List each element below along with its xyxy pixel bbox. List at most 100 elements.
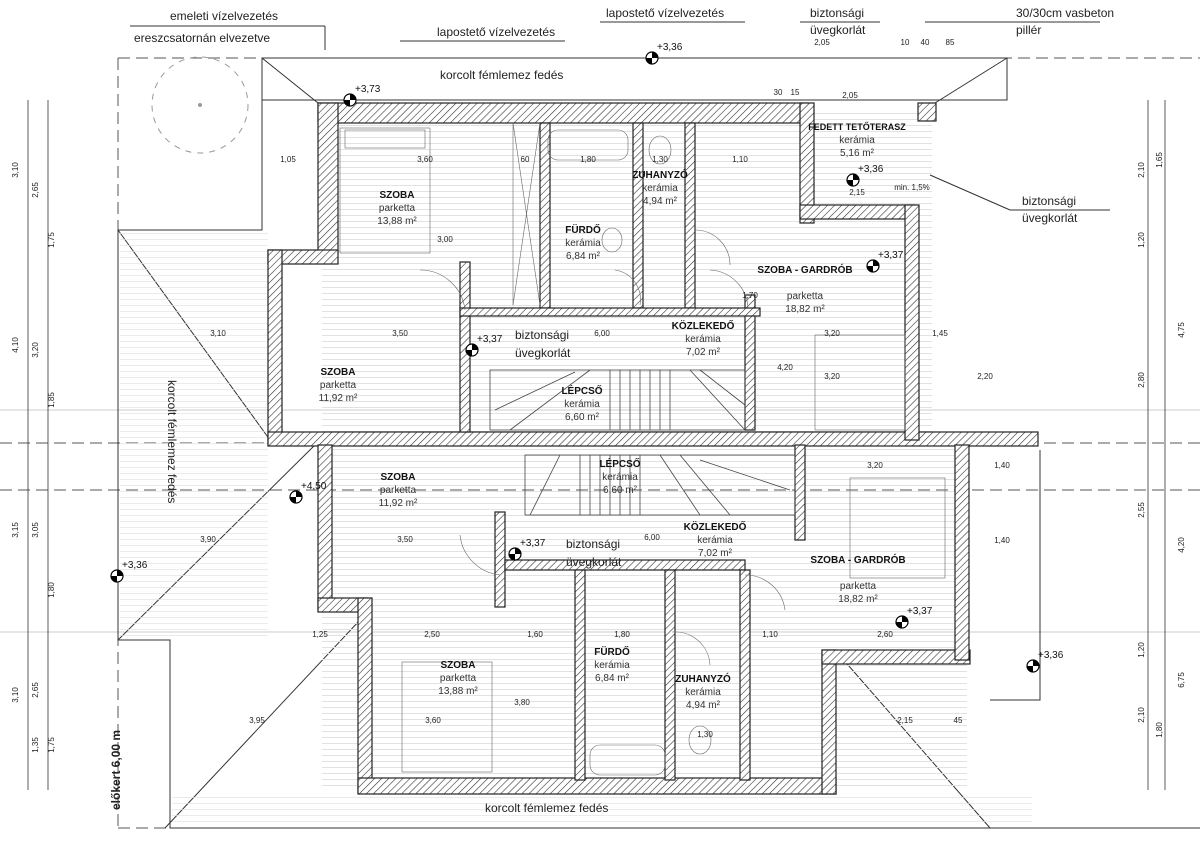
- dimension-label: 1,70: [742, 291, 758, 300]
- annotation-text: biztonsági: [810, 6, 864, 20]
- svg-text:6,60 m²: 6,60 m²: [565, 412, 600, 423]
- elevation-label: +3,36: [858, 164, 884, 175]
- svg-text:6,84 m²: 6,84 m²: [595, 673, 630, 684]
- svg-text:kerámia: kerámia: [839, 135, 875, 146]
- svg-text:ZUHANYZÓ: ZUHANYZÓ: [675, 672, 731, 685]
- elevation-label: +3,36: [1038, 650, 1064, 661]
- elevation-label: +3,36: [122, 560, 148, 571]
- dimension-label: 10: [901, 38, 910, 47]
- svg-text:ZUHANYZÓ: ZUHANYZÓ: [632, 168, 688, 181]
- annotation-text: üvegkorlát: [1022, 211, 1078, 225]
- dimension-label: 1,25: [312, 630, 328, 639]
- dimension-label: 1,45: [932, 329, 948, 338]
- elevation-label: +3,37: [477, 334, 503, 345]
- roof-label: korcolt fémlemez fedés: [165, 380, 179, 503]
- svg-text:kerámia: kerámia: [685, 334, 721, 345]
- dimension-label: 1,80: [614, 630, 630, 639]
- dimension-label: 2,10: [1137, 162, 1146, 178]
- svg-text:18,82 m²: 18,82 m²: [838, 594, 878, 605]
- svg-text:parketta: parketta: [440, 673, 477, 684]
- elevation-marker: +3,37: [895, 606, 933, 629]
- fixtures: [339, 122, 946, 776]
- dimension-label: 6,00: [644, 533, 660, 542]
- dimension-label: 3,90: [200, 535, 216, 544]
- dimension-label: 85: [946, 38, 955, 47]
- annotation-text: lapostető vízelvezetés: [606, 6, 724, 20]
- svg-text:parketta: parketta: [787, 291, 824, 302]
- dimension-label: 1,30: [697, 730, 713, 739]
- dimension-label: 1,10: [732, 155, 748, 164]
- dimension-label: 2,60: [877, 630, 893, 639]
- annotation-text: üvegkorlát: [810, 23, 866, 37]
- elevation-marker: +3,37: [866, 250, 904, 273]
- elevation-label: +3,37: [520, 538, 546, 549]
- dimension-label: 2,80: [1137, 372, 1146, 388]
- dimension-label: 2,15: [897, 716, 913, 725]
- dimension-label: 3,10: [210, 329, 226, 338]
- elevation-marker: +4,50: [289, 481, 327, 504]
- slope-label: min. 1,5%: [894, 183, 930, 192]
- elevation-label: +3,73: [355, 84, 381, 95]
- dimension-label: 1,80: [1155, 722, 1164, 738]
- svg-text:FÜRDŐ: FÜRDŐ: [594, 645, 630, 658]
- dimension-label: 4,20: [1177, 537, 1186, 553]
- dimension-label: 2,10: [1137, 707, 1146, 723]
- svg-text:parketta: parketta: [379, 203, 416, 214]
- roof-label: korcolt fémlemez fedés: [440, 68, 563, 82]
- dimension-label: 1,60: [527, 630, 543, 639]
- svg-text:SZOBA: SZOBA: [321, 367, 356, 378]
- staircase: [489, 369, 796, 516]
- svg-text:kerámia: kerámia: [685, 687, 721, 698]
- dimension-label: 1,80: [47, 582, 56, 598]
- elevation-marker: +3,36: [1026, 650, 1064, 673]
- dimension-label: 4,10: [11, 337, 20, 353]
- railing-label: biztonsági: [515, 328, 569, 342]
- dimension-label: 3,05: [31, 522, 40, 538]
- dimension-label: 45: [954, 716, 963, 725]
- elevation-marker: +3,37: [465, 334, 503, 357]
- dimension-label: 2,05: [842, 91, 858, 100]
- elevation-marker: +3,37: [508, 538, 546, 561]
- dimension-label: 1,75: [47, 737, 56, 753]
- annotation-text: ereszcsatornán elvezetve: [134, 31, 270, 45]
- svg-text:4,94 m²: 4,94 m²: [686, 700, 721, 711]
- dimension-label: 3,20: [867, 461, 883, 470]
- dimension-label: 3,20: [31, 342, 40, 358]
- svg-text:kerámia: kerámia: [564, 399, 600, 410]
- dimension-label: 4,20: [777, 363, 793, 372]
- svg-text:SZOBA: SZOBA: [380, 190, 415, 201]
- dimension-label: 3,80: [514, 698, 530, 707]
- railing-label: üvegkorlát: [515, 346, 571, 360]
- dimension-label: 3,50: [392, 329, 408, 338]
- dimension-label: 3,60: [417, 155, 433, 164]
- lower-floor-area: [322, 445, 967, 790]
- elevation-label: +4,50: [301, 481, 327, 492]
- svg-text:LÉPCSŐ: LÉPCSŐ: [561, 384, 602, 397]
- dimension-label: 4,75: [1177, 322, 1186, 338]
- dimension-label: 1,20: [1137, 642, 1146, 658]
- roof-label: korcolt fémlemez fedés: [485, 801, 608, 815]
- dimension-label: 2,65: [31, 182, 40, 198]
- svg-text:kerámia: kerámia: [565, 238, 601, 249]
- svg-text:kerámia: kerámia: [642, 183, 678, 194]
- dimension-label: 3,10: [11, 687, 20, 703]
- dimension-label: 30: [774, 88, 783, 97]
- dimension-label: 1,35: [31, 737, 40, 753]
- dimension-label: 3,20: [824, 372, 840, 381]
- dimension-label: 1,20: [1137, 232, 1146, 248]
- dimension-label: 2,55: [1137, 502, 1146, 518]
- dimension-label: 3,95: [249, 716, 265, 725]
- dimension-label: 1,85: [47, 392, 56, 408]
- svg-text:11,92 m²: 11,92 m²: [319, 393, 358, 404]
- svg-text:parketta: parketta: [840, 581, 877, 592]
- svg-text:KÖZLEKEDŐ: KÖZLEKEDŐ: [684, 520, 747, 533]
